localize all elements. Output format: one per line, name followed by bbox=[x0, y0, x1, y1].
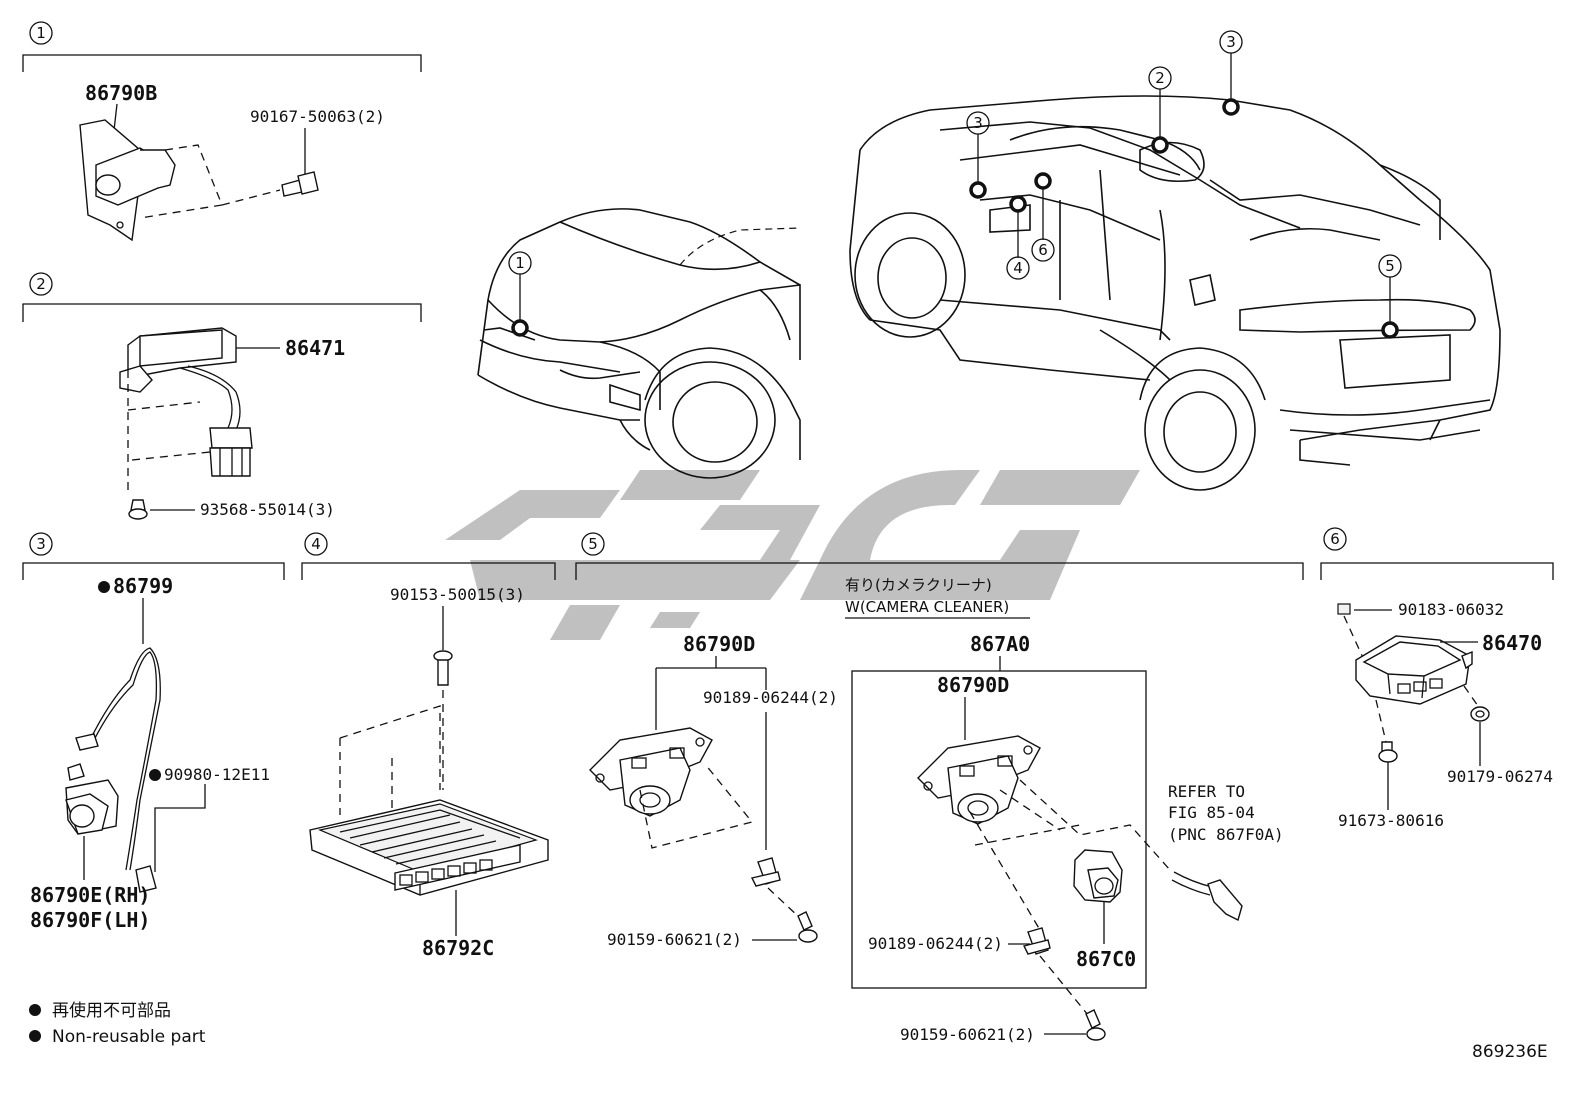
front-camera-icon bbox=[79, 119, 176, 242]
nut-90183-icon bbox=[1337, 603, 1351, 615]
part-86790B-label: 86790B bbox=[85, 81, 157, 105]
part-93568-label: 93568-55014(3) bbox=[200, 500, 335, 519]
rear-camera-b-icon bbox=[917, 735, 1041, 825]
section-2-bracket bbox=[22, 303, 422, 322]
refer-line-3: (PNC 867F0A) bbox=[1168, 825, 1284, 844]
part-867A0-label: 867A0 bbox=[970, 632, 1030, 656]
refer-line-2: FIG 85-04 bbox=[1168, 803, 1255, 822]
part-91673-label: 91673-80616 bbox=[1338, 811, 1444, 830]
part-90179-label: 90179-06274 bbox=[1447, 767, 1553, 786]
location-marker-1 bbox=[511, 319, 529, 337]
camera-867C0-icon bbox=[1073, 849, 1123, 903]
callout-4-label: 4 bbox=[311, 535, 321, 553]
grommet-90179-icon bbox=[1470, 706, 1490, 722]
part-90167-label: 90167-50063(2) bbox=[250, 107, 385, 126]
non-reusable-dot-86799 bbox=[98, 581, 110, 593]
part-86790D-b-label: 86790D bbox=[937, 673, 1009, 697]
location-marker-4 bbox=[1009, 195, 1027, 213]
bolt-90167-icon bbox=[281, 171, 319, 197]
screw-90159-a-icon bbox=[797, 911, 818, 943]
ecu-86792C-icon bbox=[309, 799, 549, 896]
screw-93568-icon bbox=[128, 499, 148, 520]
location-marker-6 bbox=[1034, 172, 1052, 190]
callout-circle-1 bbox=[29, 21, 53, 45]
refer-line-1: REFER TO bbox=[1168, 782, 1245, 801]
callout-circle-2 bbox=[29, 272, 53, 296]
part-90159-b-label: 90159-60621(2) bbox=[900, 1025, 1035, 1044]
car-callout-5: 5 bbox=[1385, 257, 1395, 275]
callout-6-label: 6 bbox=[1330, 530, 1340, 548]
figure-id: 869236E bbox=[1472, 1042, 1548, 1062]
part-90183-label: 90183-06032 bbox=[1398, 600, 1504, 619]
part-86799-label: 86799 bbox=[113, 574, 173, 598]
screw-90159-b-icon bbox=[1085, 1009, 1106, 1041]
part-86790E-label: 86790E(RH) bbox=[30, 883, 150, 907]
location-marker-2 bbox=[1151, 136, 1169, 154]
legend-jp: 再使用不可部品 bbox=[52, 1000, 171, 1021]
car-callout-1: 1 bbox=[515, 254, 525, 272]
part-86470-label: 86470 bbox=[1482, 631, 1542, 655]
part-90153-label: 90153-50015(3) bbox=[390, 585, 525, 604]
section-1-bracket bbox=[22, 54, 422, 72]
part-86792C-label: 86792C bbox=[422, 936, 494, 960]
legend-en: Non-reusable part bbox=[52, 1027, 206, 1047]
rear-camera-a-icon bbox=[589, 727, 713, 817]
part-867C0-label: 867C0 bbox=[1076, 947, 1136, 971]
section-1: 1 86790B 90167-50063(2) bbox=[22, 21, 422, 242]
part-90189-b-label: 90189-06244(2) bbox=[868, 934, 1003, 953]
section-5-bracket bbox=[575, 562, 1304, 580]
clip-90189-b-icon bbox=[1022, 927, 1051, 955]
rear-car-illustration: 3 2 3 4 6 5 bbox=[849, 30, 1501, 491]
section-2: 2 86471 93568-55014(3) bbox=[22, 272, 422, 520]
car-callout-6: 6 bbox=[1038, 241, 1048, 259]
front-car-illustration: 1 bbox=[477, 208, 801, 479]
part-90980-label: 90980-12E11 bbox=[164, 765, 270, 784]
non-reusable-dot-90980 bbox=[149, 769, 161, 781]
callout-3-label: 3 bbox=[36, 535, 46, 553]
camera-cleaner-box bbox=[851, 670, 1147, 989]
part-86790F-label: 86790F(LH) bbox=[30, 908, 150, 932]
legend-dot-jp bbox=[29, 1004, 41, 1016]
car-callout-2: 2 bbox=[1155, 69, 1165, 87]
part-86790D-a-label: 86790D bbox=[683, 632, 755, 656]
sensor-86471-icon bbox=[119, 327, 253, 477]
part-86471-label: 86471 bbox=[285, 336, 345, 360]
bolt-90153-icon bbox=[433, 650, 453, 686]
section-6-bracket bbox=[1320, 562, 1554, 580]
location-marker-3a bbox=[1222, 98, 1240, 116]
section-4-bracket bbox=[301, 562, 556, 580]
legend: 再使用不可部品 Non-reusable part bbox=[29, 1000, 206, 1047]
location-marker-3b bbox=[969, 181, 987, 199]
section-5: 5 有り(カメラクリーナ) W(CAMERA CLEANER) 86790D 9… bbox=[575, 532, 1304, 1044]
part-90159-a-label: 90159-60621(2) bbox=[607, 930, 742, 949]
callout-5-label: 5 bbox=[588, 535, 598, 553]
section-3-bracket bbox=[22, 562, 285, 580]
part-90189-a-label: 90189-06244(2) bbox=[703, 688, 838, 707]
section-6: 6 90183-06032 86470 91673-80616 bbox=[1320, 527, 1554, 830]
section-3: 3 86799 90980-12E11 86790E(RH) 86790F(LH… bbox=[22, 532, 285, 932]
legend-dot-en bbox=[29, 1030, 41, 1042]
section-4: 4 90153-50015(3) 86792C bbox=[301, 532, 556, 960]
camera-harness-icon bbox=[65, 647, 161, 893]
callout-1-label: 1 bbox=[36, 24, 46, 42]
camera-cleaner-jp: 有り(カメラクリーナ) bbox=[845, 576, 992, 594]
car-callout-3b: 3 bbox=[973, 114, 983, 132]
callout-2-label: 2 bbox=[36, 275, 46, 293]
ecu-86470-icon bbox=[1355, 635, 1473, 705]
camera-cleaner-en: W(CAMERA CLEANER) bbox=[845, 598, 1009, 616]
clip-90189-a-icon bbox=[750, 857, 781, 887]
location-marker-5 bbox=[1381, 321, 1399, 339]
car-callout-3a: 3 bbox=[1226, 33, 1236, 51]
watermark-logo bbox=[445, 470, 1140, 640]
washer-nozzle-icon bbox=[1171, 871, 1243, 922]
car-callout-4: 4 bbox=[1013, 259, 1023, 277]
bolt-91673-icon bbox=[1378, 741, 1398, 763]
